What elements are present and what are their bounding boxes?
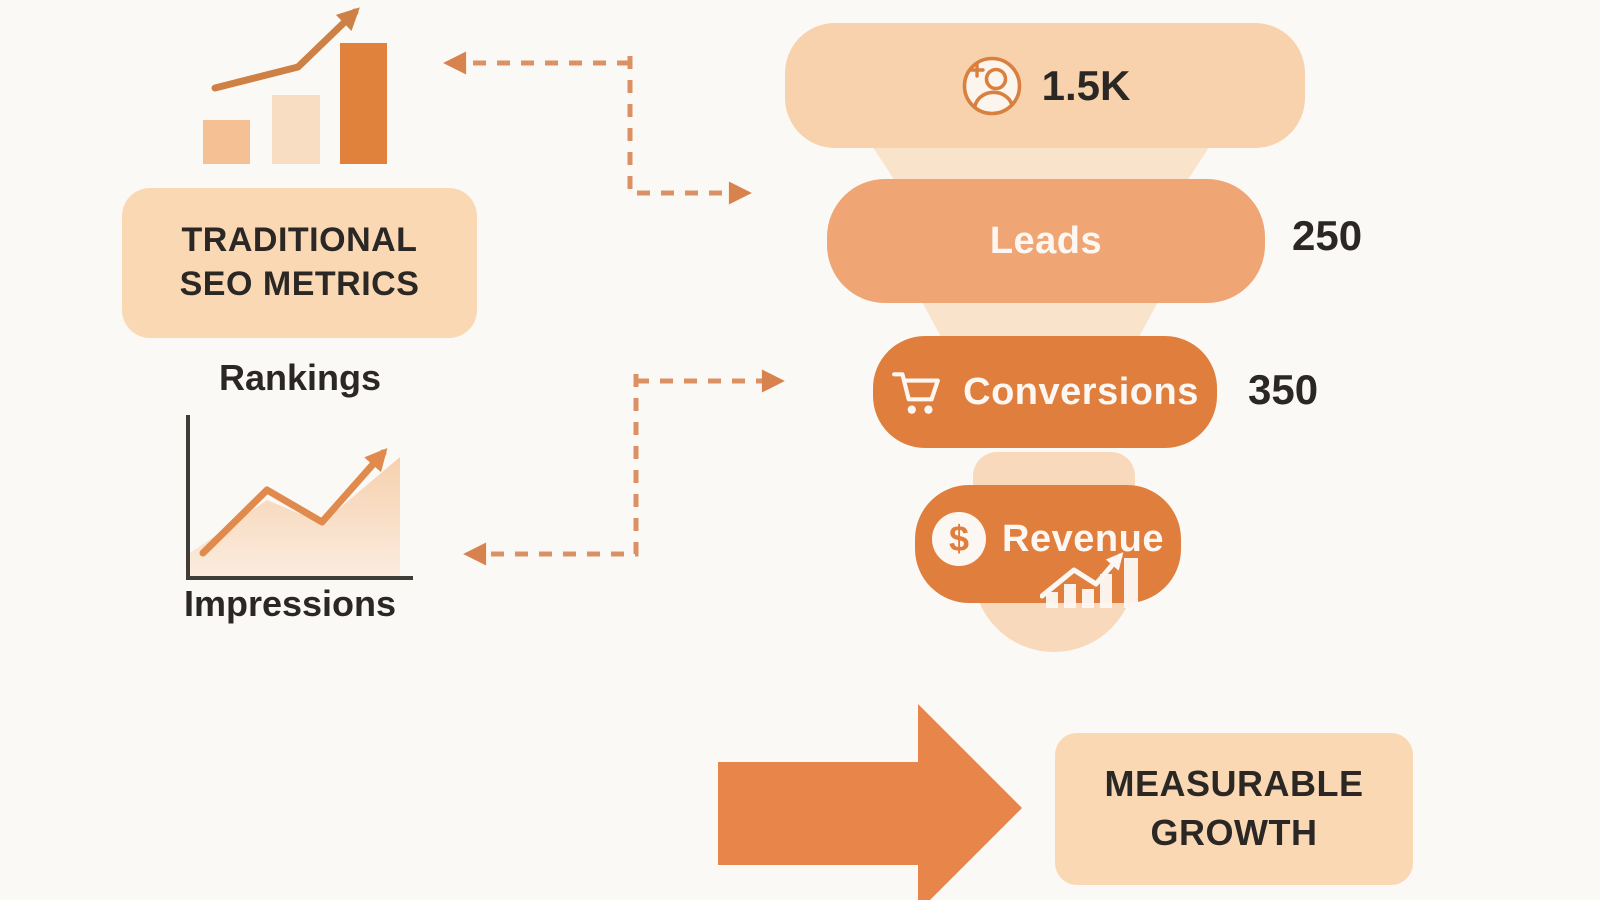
- dashed-arrow-funnel-to-impressions: [463, 374, 639, 566]
- funnel-row-visitors: 1.5K: [785, 23, 1305, 148]
- dashed-arrow-into-leads: [627, 56, 752, 205]
- impressions-line-chart-icon: [186, 415, 413, 580]
- chart-axes: [186, 415, 413, 580]
- cart-icon: [892, 372, 941, 414]
- chart-area-fill: [190, 457, 400, 576]
- big-right-arrow: [718, 704, 1022, 900]
- conversions-value: 350: [1248, 366, 1319, 413]
- traditional-seo-metrics-line2: SEO METRICS: [179, 265, 420, 303]
- funnel-row-leads: Leads: [827, 179, 1265, 303]
- bar-chart-growth-icon: [203, 7, 387, 164]
- measurable-growth-box: MEASURABLE GROWTH: [1055, 733, 1413, 885]
- traditional-seo-metrics-line1: TRADITIONAL: [181, 221, 418, 260]
- funnel-row-conversions: Conversions: [873, 336, 1217, 448]
- leads-value: 250: [1292, 212, 1363, 259]
- user-add-icon: [962, 56, 1021, 115]
- funnel-connector-2: [920, 298, 1160, 338]
- rankings-label: Rankings: [218, 357, 382, 398]
- impressions-label: Impressions: [183, 583, 397, 624]
- funnel-row-revenue: $ Revenue: [915, 485, 1181, 603]
- dollar-icon: $: [932, 512, 987, 566]
- conversions-label: Conversions: [963, 370, 1199, 413]
- chart-trend-line: [199, 447, 388, 557]
- measurable-growth-line2: GROWTH: [1150, 812, 1318, 853]
- visitors-value: 1.5K: [1041, 61, 1131, 109]
- traditional-seo-metrics-box: TRADITIONAL SEO METRICS: [122, 188, 477, 338]
- mini-bar-chart-icon: [1040, 552, 1138, 608]
- revenue-label: Revenue: [1002, 517, 1164, 560]
- funnel-connector-1: [872, 146, 1210, 182]
- leads-label: Leads: [989, 219, 1103, 262]
- measurable-growth-line1: MEASURABLE: [1104, 763, 1364, 805]
- dollar-symbol: $: [949, 518, 970, 559]
